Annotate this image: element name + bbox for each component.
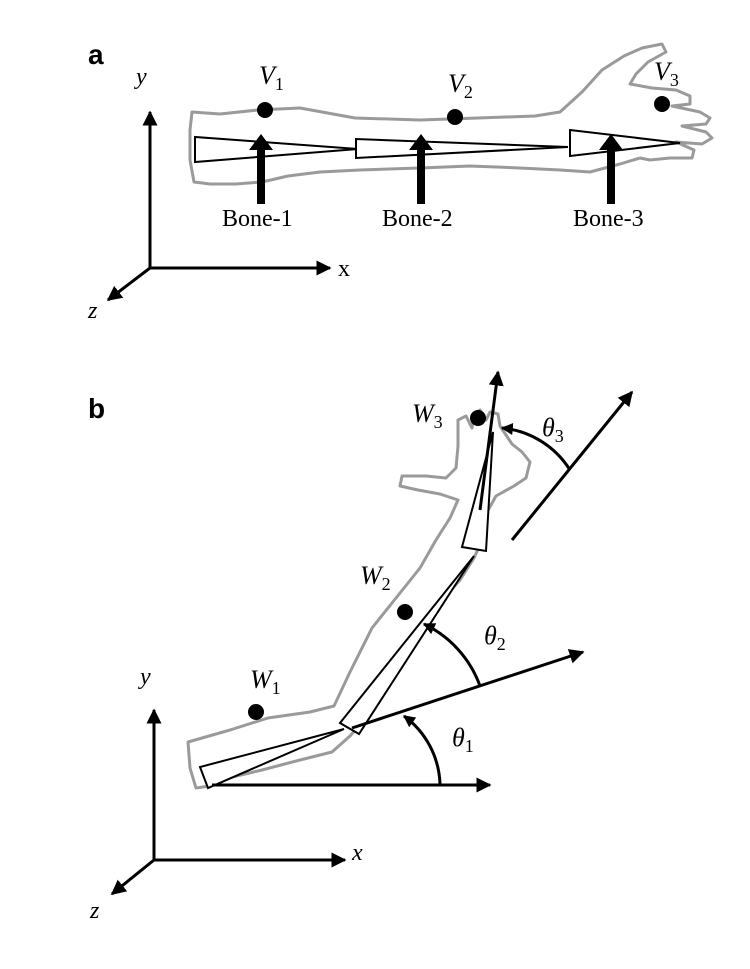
reference-axis-theta2 [351, 649, 585, 730]
label-theta3: θ3 [542, 413, 564, 446]
panel-a-x-label: x [338, 256, 350, 282]
panel-b-axes: y x z [89, 664, 363, 924]
bone-1-label: Bone-1 [222, 206, 293, 232]
point-v1 [257, 102, 273, 118]
panel-a-letter: a [88, 39, 104, 70]
label-v1: V1 [259, 61, 284, 94]
panel-b: b y x z W1 W2 W3 [88, 370, 634, 924]
bone-2-label: Bone-2 [382, 206, 453, 232]
bone-1-arrowhead [249, 134, 273, 150]
reference-axis-theta3 [510, 390, 634, 541]
label-theta1: θ1 [452, 723, 474, 756]
point-w2 [397, 604, 413, 620]
theta2-arc [422, 622, 482, 687]
bone-3-label: Bone-3 [573, 206, 644, 232]
panel-b-z-axis [110, 858, 155, 896]
panel-b-y-label: y [138, 664, 151, 690]
panel-a-z-axis [106, 266, 151, 302]
point-w3 [470, 410, 486, 426]
bone-2-shape [355, 137, 569, 160]
bone-1-shape [194, 135, 359, 164]
bone-3-shape [569, 128, 681, 158]
label-w1: W1 [250, 665, 281, 698]
theta3-arc [500, 423, 572, 471]
panel-b-x-label: x [351, 840, 363, 866]
panel-a-z-label: z [87, 298, 98, 324]
bone-3-direction-arrow [478, 370, 504, 511]
bone-3-arrowhead [599, 134, 623, 150]
label-w3: W3 [412, 399, 443, 432]
bone-b2-shape [338, 555, 475, 736]
bone-arrows [249, 134, 623, 204]
label-v2: V2 [448, 69, 473, 102]
panel-a-axes: y x z [87, 64, 350, 324]
panel-a-y-label: y [134, 64, 147, 90]
panel-a: a y x z V1 V2 V3 [87, 39, 714, 324]
point-w1 [248, 704, 264, 720]
bone-b1-shape [198, 728, 345, 790]
panel-b-letter: b [88, 393, 105, 424]
point-v2 [447, 109, 463, 125]
label-w2: W2 [360, 561, 391, 594]
panel-a-arm-outline [188, 42, 714, 186]
theta1-arc [403, 714, 442, 785]
bone-2-arrowhead [409, 134, 433, 150]
label-v3: V3 [654, 57, 679, 90]
panel-b-z-label: z [89, 898, 100, 924]
label-theta2: θ2 [484, 621, 506, 654]
point-v3 [654, 96, 670, 112]
